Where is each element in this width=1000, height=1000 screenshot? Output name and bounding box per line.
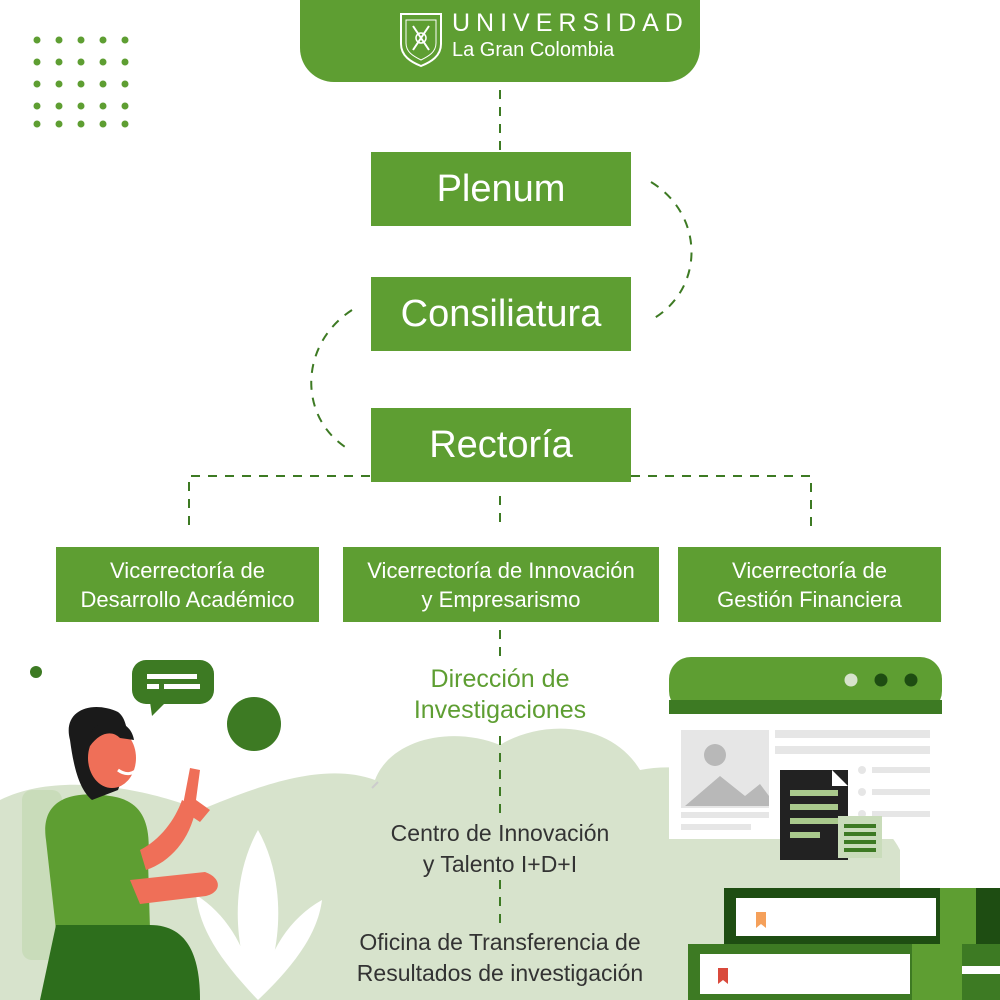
node-vice-financial-line1: Vicerrectoría de bbox=[732, 557, 887, 583]
node-transfer-office-line2: Resultados de investigación bbox=[356, 960, 644, 986]
node-vice-innovation-line2: y Empresarismo bbox=[421, 586, 581, 612]
node-vice-financial-line2: Gestión Financiera bbox=[717, 586, 902, 612]
university-subtitle: La Gran Colombia bbox=[452, 39, 615, 61]
node-innovation-center-line2: y Talento I+D+I bbox=[422, 851, 578, 877]
university-name: UNIVERSIDAD bbox=[452, 9, 689, 37]
node-vice-academic: Vicerrectoría de Desarrollo Académico bbox=[56, 547, 319, 622]
node-vice-financial: Vicerrectoría de Gestión Financiera bbox=[678, 547, 941, 622]
plant-leaves-decoration bbox=[196, 830, 322, 1000]
node-transfer-office-line1: Oficina de Transferencia de bbox=[359, 929, 641, 955]
node-vice-academic-line1: Vicerrectoría de bbox=[110, 557, 265, 583]
browser-window-illustration bbox=[669, 657, 942, 860]
node-vice-academic-line2: Desarrollo Académico bbox=[80, 586, 295, 612]
header-banner bbox=[300, 0, 700, 82]
node-direction-research: Dirección de Investigaciones bbox=[350, 664, 650, 726]
node-vice-innovation: Vicerrectoría de Innovación y Empresaris… bbox=[343, 547, 659, 622]
woman-illustration bbox=[22, 707, 218, 1000]
connector-rectoria-vice-right bbox=[631, 475, 812, 530]
connector-rectoria-vice-left bbox=[188, 475, 370, 530]
node-rectoria-label: Rectoría bbox=[429, 423, 573, 466]
node-direction-line2: Investigaciones bbox=[413, 696, 587, 724]
node-plenum: Plenum bbox=[371, 152, 631, 226]
node-innovation-center: Centro de Innovación y Talento I+D+I bbox=[330, 818, 670, 880]
green-circle-decoration bbox=[227, 697, 281, 751]
university-seal-icon bbox=[400, 13, 442, 68]
connector-plenum-consiliatura bbox=[650, 181, 693, 321]
node-consiliatura-label: Consiliatura bbox=[400, 292, 602, 335]
node-direction-line1: Dirección de bbox=[430, 665, 570, 693]
books-illustration bbox=[688, 888, 1000, 1000]
node-plenum-label: Plenum bbox=[436, 167, 566, 210]
node-consiliatura: Consiliatura bbox=[371, 277, 631, 351]
node-vice-innovation-line1: Vicerrectoría de Innovación bbox=[367, 557, 635, 583]
small-dot-decoration bbox=[30, 666, 42, 678]
node-transfer-office: Oficina de Transferencia de Resultados d… bbox=[310, 927, 690, 989]
dot-grid-decoration bbox=[33, 36, 129, 128]
connector-consiliatura-rectoria bbox=[310, 309, 353, 451]
node-innovation-center-line1: Centro de Innovación bbox=[390, 820, 610, 846]
speech-bubble-icon bbox=[132, 660, 214, 716]
node-rectoria: Rectoría bbox=[371, 408, 631, 482]
